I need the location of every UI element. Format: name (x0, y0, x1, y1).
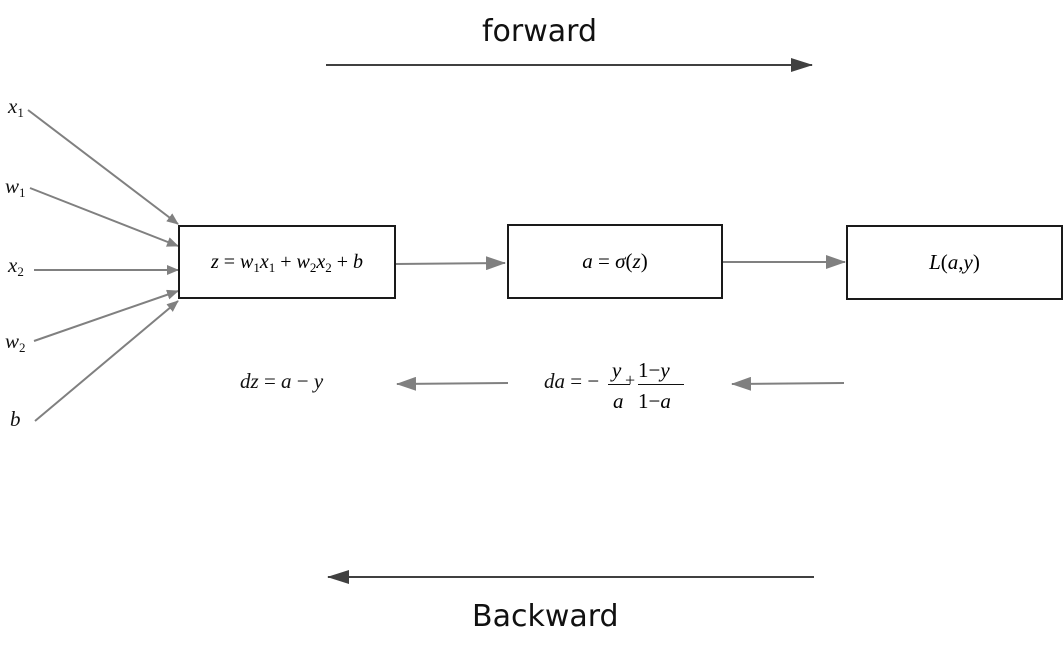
linear-to-activation-arrow (394, 256, 506, 271)
activation-node-box: a = σ(z) (507, 224, 723, 299)
input-label-w1: w1 (5, 174, 26, 200)
da-gradient-equation: da = − y a + 1−y 1−a (544, 356, 694, 416)
linear-equation: z = w1x1 + w2x2 + b (210, 250, 364, 275)
input-label-w2: w2 (5, 329, 26, 355)
input-arrow-x1 (27, 109, 179, 225)
da-fraction-2: 1−y 1−a (638, 356, 684, 413)
da-plus-sign: + (625, 370, 636, 390)
da-to-dz-arrow (396, 376, 509, 391)
loss-expression: L(a,y) (929, 250, 980, 274)
input-arrow-b (34, 300, 179, 422)
activation-equation: a = σ(z) (582, 249, 648, 273)
forward-heading: forward (482, 14, 598, 49)
loss-node-box: L(a,y) (846, 225, 1063, 300)
backward-heading: Backward (472, 599, 619, 634)
input-label-b: b (10, 407, 21, 431)
input-label-x2: x2 (8, 253, 24, 279)
input-arrow-w2 (33, 289, 179, 342)
linear-node-box: z = w1x1 + w2x2 + b (178, 225, 396, 299)
input-label-x1: x1 (8, 94, 24, 120)
da-fraction-1: y a (608, 356, 630, 413)
da-lhs: da = − (544, 369, 600, 393)
input-arrow-w1 (29, 187, 179, 247)
loss-to-da-arrow (731, 376, 845, 391)
dz-gradient-equation: dz = a − y (240, 369, 324, 393)
